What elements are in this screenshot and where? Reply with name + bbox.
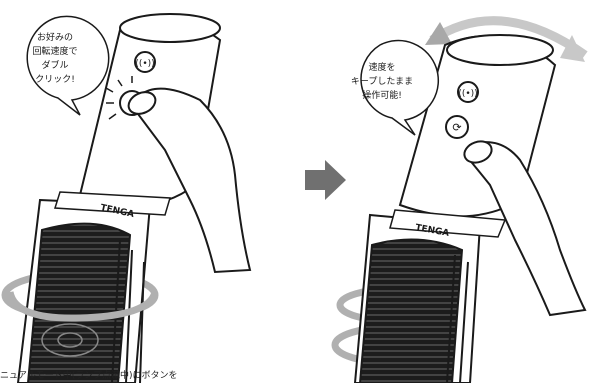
sleeve-window — [28, 224, 130, 383]
signal-icon: ((•)) — [458, 89, 477, 99]
right-device-illustration: ((•)) ⟳ TENGA 速度を キープしたまま 操作可能! — [335, 21, 585, 383]
signal-icon: ((•)) — [135, 59, 154, 69]
bubble-line: クリック! — [35, 74, 75, 85]
left-device-illustration: ((•)) TENGA お好みの 回転速度で ダブ — [5, 14, 250, 383]
bubble-line: お好みの — [37, 31, 73, 43]
bubble-line: 速度を — [368, 61, 395, 73]
sleeve-window — [360, 240, 462, 383]
bubble-line: 回転速度で — [32, 45, 77, 57]
bubble-line: キープしたまま — [351, 76, 413, 87]
next-step-arrow-icon — [305, 160, 346, 200]
caption-text: ニュアルモード中(ランプ点滅中)にボタンを — [0, 368, 300, 383]
speech-bubble-left: お好みの 回転速度で ダブル クリック! — [27, 16, 109, 115]
bubble-line: ダブル — [41, 59, 68, 71]
rotate-icon: ⟳ — [452, 121, 461, 134]
bubble-line: 操作可能! — [362, 89, 402, 101]
